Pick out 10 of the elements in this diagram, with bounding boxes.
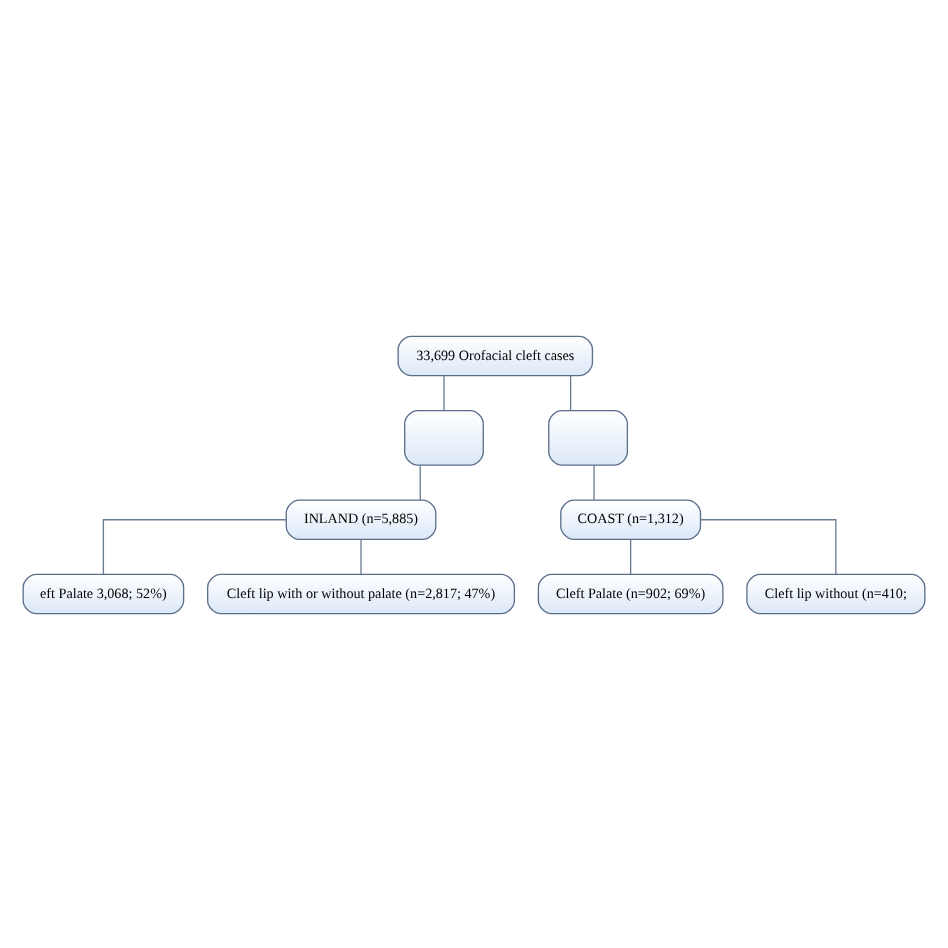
connector [419,463,421,500]
node-box [404,408,484,465]
connector [630,538,632,574]
connector [443,374,445,411]
connector [360,538,362,574]
connector [700,518,837,574]
connector [569,374,572,411]
node-box [548,408,629,465]
connector [593,463,595,500]
connector [102,518,287,574]
